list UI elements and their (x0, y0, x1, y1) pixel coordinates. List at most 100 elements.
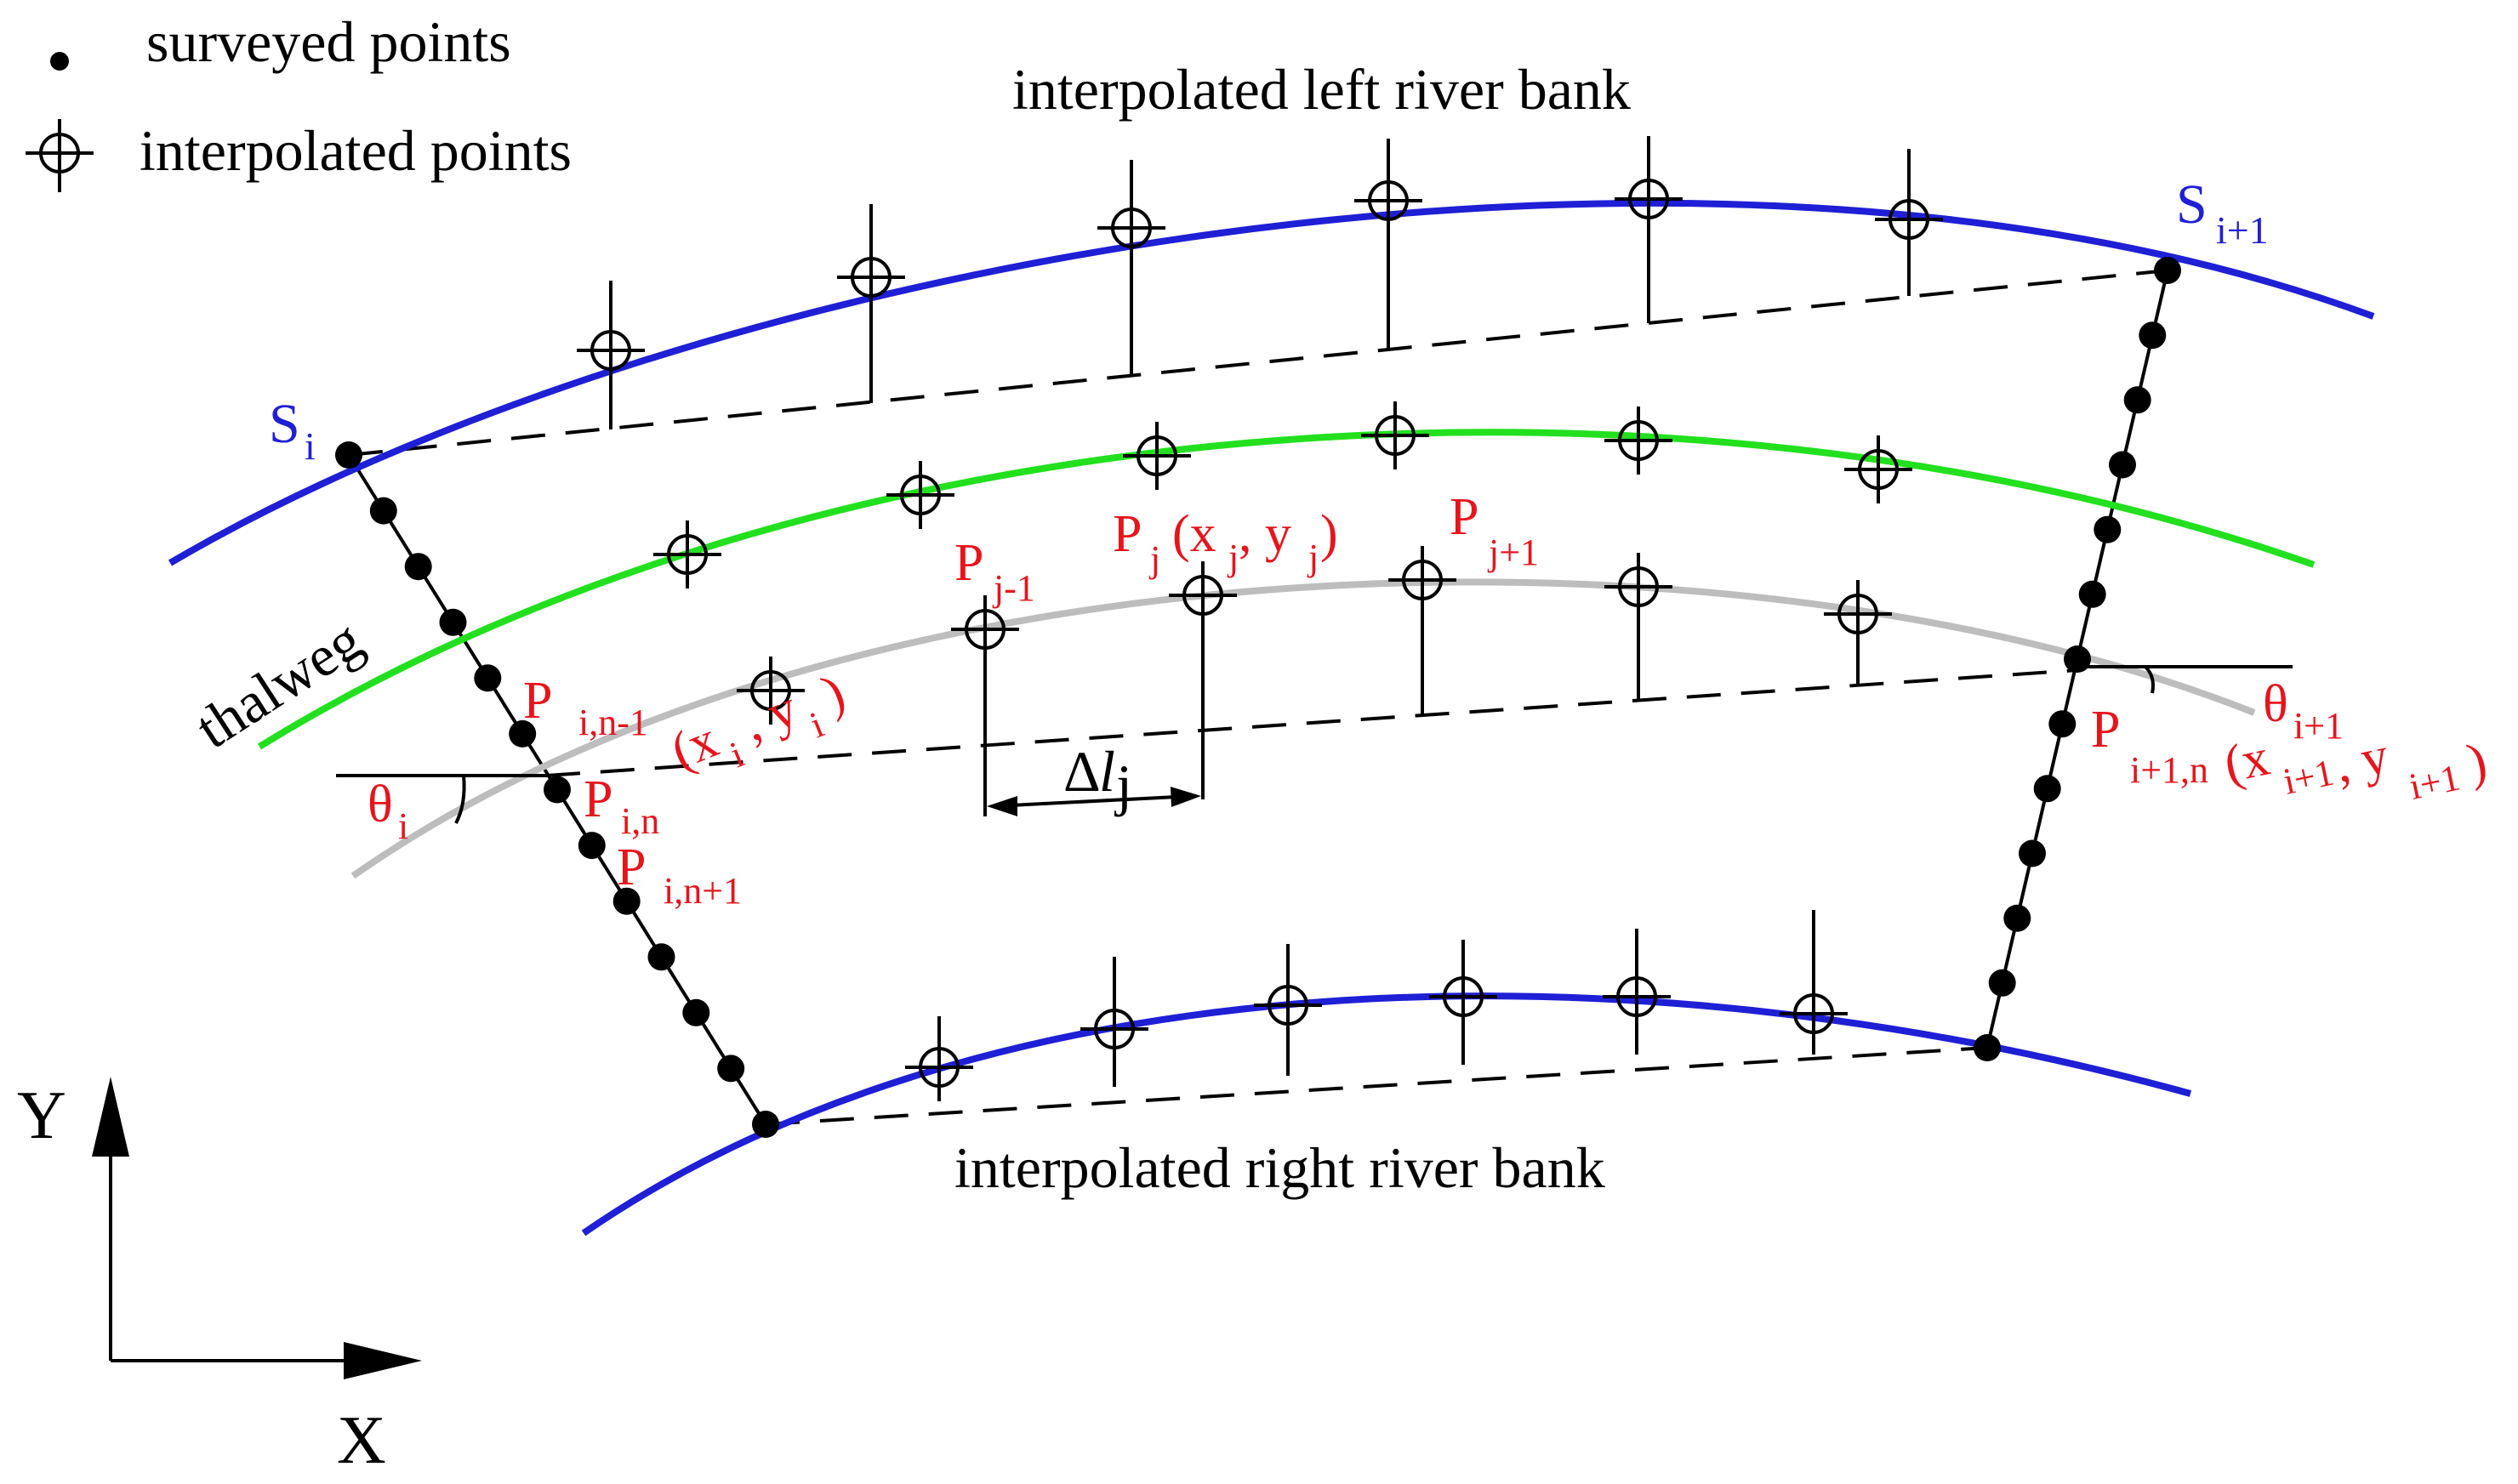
surveyed-point (2139, 321, 2167, 350)
theta-i-arc (454, 775, 466, 824)
legend-interpolated-icon (26, 119, 94, 192)
p-j-label: P j (x j , y j ) (1113, 505, 1338, 580)
interpolated-point (905, 1033, 973, 1101)
surveyed-point (1988, 969, 2016, 997)
svg-text:i+1,n: i+1,n (2130, 749, 2208, 791)
surveyed-point (578, 832, 606, 860)
interpolated-point (577, 316, 645, 384)
interpolated-point (1604, 407, 1672, 475)
svg-text:): ) (1320, 505, 1338, 563)
svg-text:): ) (2463, 732, 2492, 793)
interpolated-point (1169, 561, 1237, 629)
svg-text:j: j (1307, 537, 1319, 578)
left-bank-curve (168, 199, 2375, 566)
p-i-n-minus-1-label: P i,n-1 (523, 672, 648, 743)
p-i-n-plus-1-label: P i,n+1 (617, 839, 742, 912)
interpolated-point (1824, 580, 1892, 648)
y-axis-label: Y (17, 1078, 66, 1153)
surveyed-point (2019, 839, 2046, 867)
svg-text:θ: θ (367, 776, 393, 833)
interpolated-point (653, 520, 721, 588)
p-j-plus-1-label: P j+1 (1450, 488, 1539, 573)
surveyed-point (439, 608, 467, 636)
interpolated-point (1361, 401, 1429, 469)
surveyed-point (717, 1055, 745, 1083)
x-axis-label: X (337, 1403, 386, 1478)
surveyed-point (474, 664, 502, 692)
svg-text:P: P (1450, 488, 1478, 546)
surveyed-point (647, 943, 675, 971)
svg-text:P: P (1113, 505, 1142, 563)
surveyed-point (2123, 386, 2151, 414)
surveyed-point (2048, 710, 2076, 738)
delta-l-label: Δ l j (1063, 739, 1132, 817)
surveyed-point (509, 719, 537, 748)
svg-text:l: l (1099, 739, 1115, 804)
delta-l-dimension (983, 736, 1205, 816)
surveyed-point (2003, 904, 2031, 932)
legend-surveyed-dot (50, 52, 69, 71)
svg-text:j: j (1227, 537, 1239, 578)
surveyed-point (2064, 645, 2091, 673)
surveyed-point (682, 998, 710, 1026)
svg-text:i,n-1: i,n-1 (578, 702, 648, 743)
svg-text:j: j (1114, 753, 1132, 817)
svg-text:Δ: Δ (1063, 739, 1101, 804)
left-bank-label: interpolated left river bank (1012, 57, 1631, 122)
interpolated-point (1603, 963, 1671, 1031)
svg-text:j-1: j-1 (992, 567, 1035, 609)
surveyed-point (2109, 451, 2136, 479)
interpolated-point (1875, 185, 1943, 253)
svg-text:P: P (523, 672, 552, 730)
theta-i1-label: θ i+1 (2263, 675, 2344, 747)
y-axis-arrow (92, 1077, 129, 1157)
svg-text:, y: , y (1239, 505, 1291, 563)
svg-text:i,n: i,n (621, 800, 659, 842)
interpolated-point (1388, 546, 1456, 614)
svg-text:i: i (398, 805, 408, 847)
chord-left-bank (348, 269, 2168, 457)
surveyed-point (335, 441, 362, 469)
surveyed-point (1974, 1034, 2001, 1061)
interpolated-point (1780, 980, 1848, 1048)
s-i-label: S i (269, 393, 316, 468)
interpolated-point (1615, 165, 1683, 233)
x-axis-arrow (344, 1342, 422, 1379)
legend-interpolated-label: interpolated points (140, 118, 572, 183)
svg-text:i: i (804, 703, 829, 746)
interpolated-point (1354, 167, 1422, 235)
interpolated-point (1123, 422, 1191, 490)
surveyed-point (612, 887, 641, 915)
interpolated-point (951, 595, 1019, 663)
interpolated-point (1080, 995, 1148, 1063)
surveyed-point (752, 1111, 779, 1138)
theta-markers (336, 665, 2293, 824)
surveyed-point (2094, 515, 2122, 543)
svg-text:S: S (2176, 173, 2208, 236)
xy-axes: Y X (17, 1077, 422, 1478)
svg-text:i: i (724, 733, 749, 776)
surveyed-point (544, 776, 571, 804)
svg-text:): ) (815, 663, 853, 724)
svg-text:i,n+1: i,n+1 (664, 870, 742, 912)
svg-text:(x: (x (1172, 505, 1216, 563)
interpolated-point (737, 657, 805, 725)
svg-text:(x: (x (664, 711, 726, 781)
centerline-curve (257, 429, 2316, 750)
svg-text:(x: (x (2219, 728, 2275, 793)
offset-lines (609, 136, 1911, 1099)
interpolated-point (1844, 435, 1912, 503)
svg-text:i: i (305, 424, 316, 468)
interpolated-point (1429, 963, 1497, 1031)
svg-text:i+1: i+1 (2293, 705, 2344, 747)
surveyed-point (404, 553, 432, 581)
svg-text:i+1: i+1 (2280, 752, 2338, 803)
svg-text:, y: , y (2330, 726, 2394, 793)
p-j-minus-1-label: P j-1 (954, 534, 1035, 609)
legend: surveyed points interpolated points (26, 9, 572, 192)
chord-thalweg (545, 668, 2078, 777)
s-i1-label: S i+1 (2176, 173, 2269, 252)
interpolated-point (1254, 971, 1322, 1039)
dashed-chords (348, 269, 2168, 1126)
